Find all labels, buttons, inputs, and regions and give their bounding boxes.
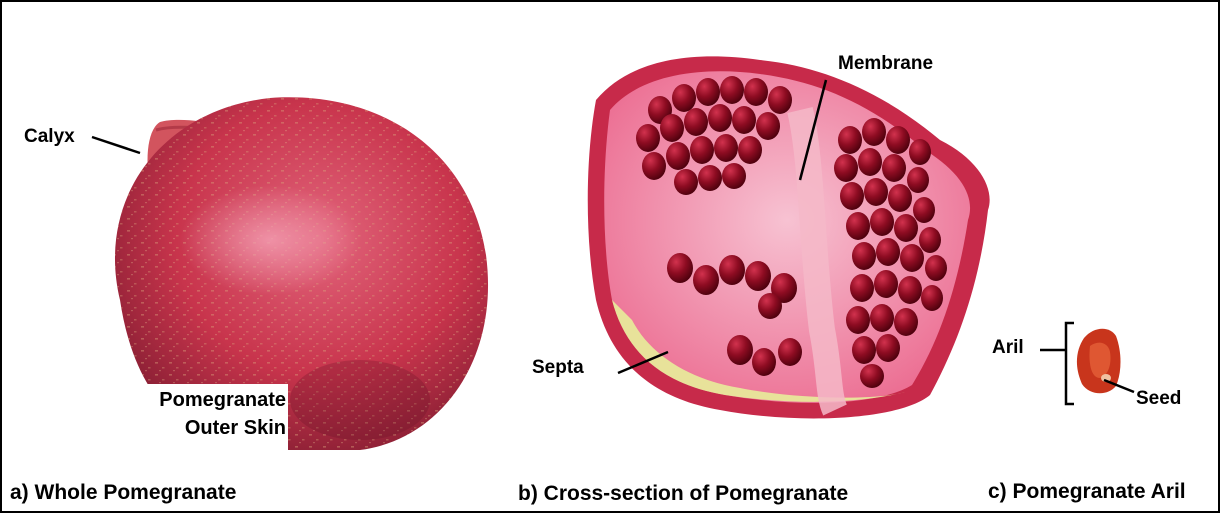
caption-cross-section: b) Cross-section of Pomegranate (518, 482, 848, 506)
outer-skin-label-line2: Outer Skin (112, 414, 286, 442)
caption-whole-pomegranate: a) Whole Pomegranate (10, 481, 236, 505)
seed-label: Seed (1136, 388, 1181, 410)
outer-skin-label: Pomegranate Outer Skin (112, 386, 286, 442)
outer-skin-label-line1: Pomegranate (112, 386, 286, 414)
cross-section-illustration (588, 56, 990, 418)
membrane-label: Membrane (838, 53, 933, 75)
caption-pomegranate-aril: c) Pomegranate Aril (988, 480, 1186, 504)
aril-label: Aril (992, 337, 1024, 359)
calyx-leader-line (92, 137, 140, 153)
septa-label: Septa (532, 357, 584, 379)
aril-bracket (1066, 323, 1074, 404)
calyx-label: Calyx (24, 126, 75, 148)
